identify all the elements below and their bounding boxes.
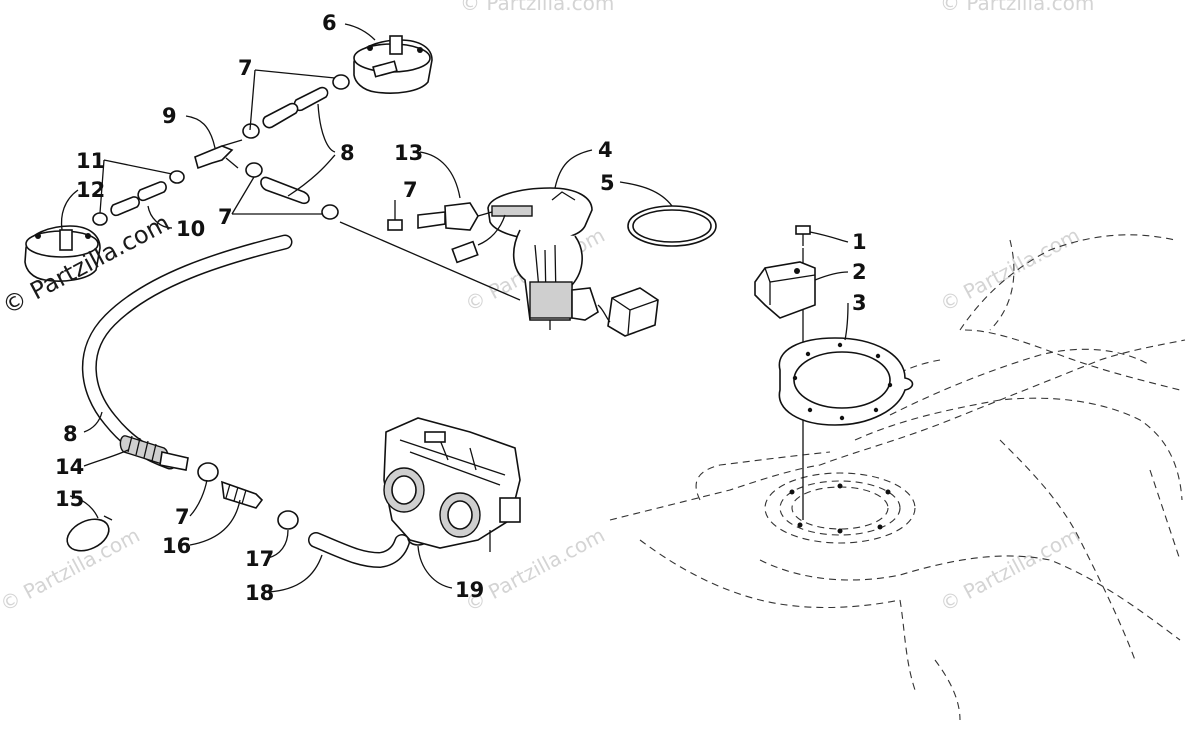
o-ring-seal xyxy=(627,205,717,247)
vent-cap xyxy=(353,35,433,94)
callout-labels: 1 2 3 4 5 6 7 8 9 10 11 12 13 7 7 8 14 1… xyxy=(55,11,867,605)
callout-1: 1 xyxy=(852,230,867,254)
hose-sleeve xyxy=(119,435,189,471)
callout-14: 14 xyxy=(55,455,84,479)
callout-2: 2 xyxy=(852,260,867,284)
callout-16: 16 xyxy=(162,534,191,558)
callout-8: 8 xyxy=(340,141,355,165)
hose-clamp xyxy=(387,219,403,231)
fuel-tank-outline xyxy=(609,234,1186,721)
callout-5: 5 xyxy=(600,171,615,195)
throttle-body xyxy=(383,417,521,552)
callout-18: 18 xyxy=(245,581,274,605)
screw xyxy=(795,225,811,246)
fuel-pump-assembly xyxy=(451,187,659,337)
callout-7: 7 xyxy=(238,56,253,80)
callout-6: 6 xyxy=(322,11,337,35)
quick-connector xyxy=(417,202,493,231)
callout-11: 11 xyxy=(76,149,105,173)
callout-13: 13 xyxy=(394,141,423,165)
callout-19: 19 xyxy=(455,578,484,602)
callout-7: 7 xyxy=(175,505,190,529)
callout-17: 17 xyxy=(245,547,274,571)
leader-lines xyxy=(60,23,849,593)
vent-cap xyxy=(24,225,101,282)
callout-7: 7 xyxy=(218,205,233,229)
bracket xyxy=(754,261,816,319)
callout-8: 8 xyxy=(63,422,78,446)
callout-15: 15 xyxy=(55,487,84,511)
vent-hose-fittings xyxy=(92,74,350,226)
fuel-hose xyxy=(81,234,293,470)
assembly-line xyxy=(339,221,521,301)
callout-7: 7 xyxy=(403,178,418,202)
callout-3: 3 xyxy=(852,291,867,315)
callout-10: 10 xyxy=(176,217,205,241)
flange-gasket xyxy=(778,337,914,426)
watermark-text: © Partzilla.com xyxy=(936,223,1084,317)
watermark-text: © Partzilla.com xyxy=(460,0,614,15)
watermark-text: © Partzilla.com xyxy=(936,523,1084,617)
callout-9: 9 xyxy=(162,104,177,128)
watermark-text: © Partzilla.com xyxy=(940,0,1094,15)
fuel-line-fittings xyxy=(197,462,299,530)
bent-hose xyxy=(308,532,410,569)
callout-4: 4 xyxy=(598,138,613,162)
callout-12: 12 xyxy=(76,178,105,202)
hose-clamp-ring xyxy=(66,515,113,552)
